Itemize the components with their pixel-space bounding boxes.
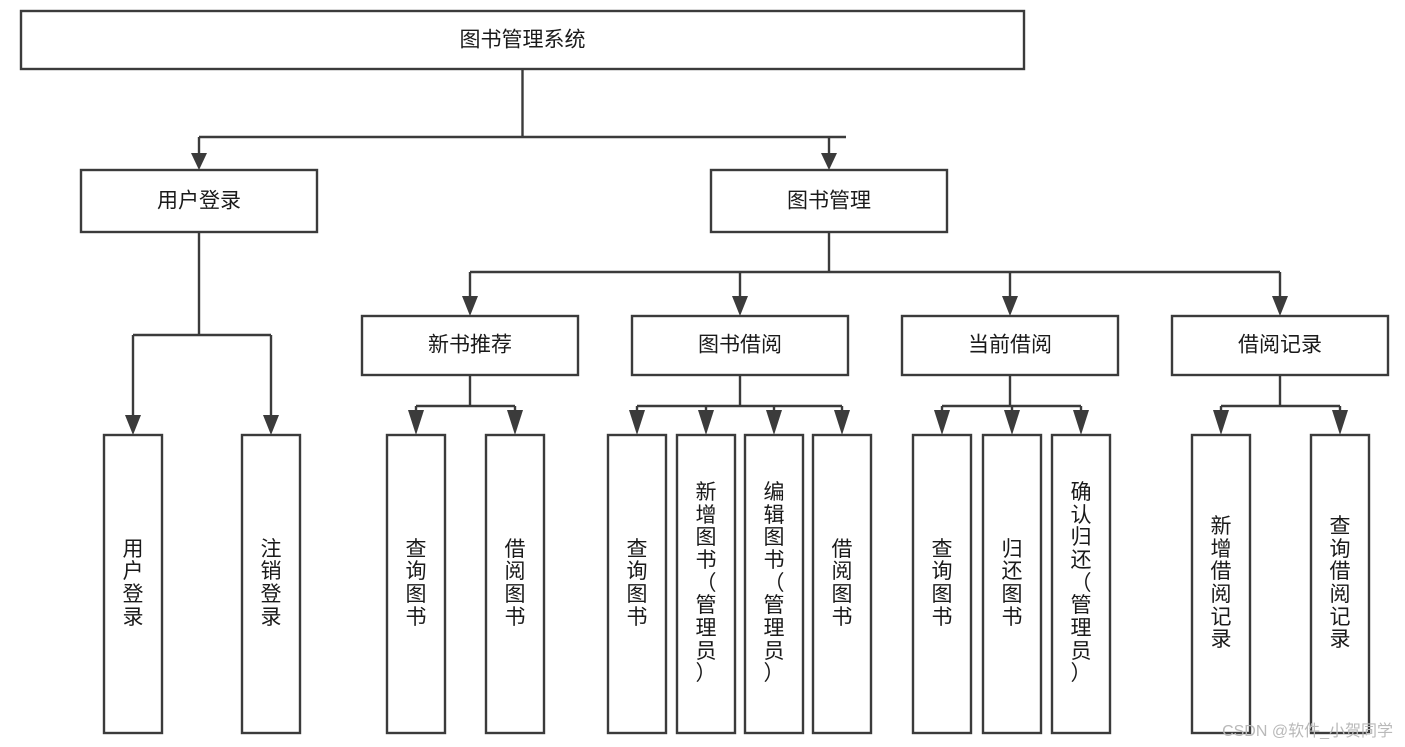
leaf-box-add-book[interactable] [675, 433, 737, 735]
node-root-box[interactable] [19, 9, 1026, 71]
node-new-book-recommend-box[interactable] [360, 314, 580, 377]
arrow-head-leaf-edit-book [766, 410, 782, 435]
leaf-box-query-book-recommend[interactable] [385, 433, 447, 735]
arrow-head-leaf-query-book-current [934, 410, 950, 435]
node-book-borrow-label: 图书借阅 [698, 334, 782, 357]
arrow-head-leaf-borrow-book-recommend [507, 410, 523, 435]
arrow-head-book-management [821, 153, 837, 170]
leaf-box-add-borrow-record[interactable] [1190, 433, 1252, 735]
node-borrow-records-box[interactable] [1170, 314, 1390, 377]
node-new-book-recommend-label: 新书推荐 [428, 334, 512, 357]
arrow-head-leaf-query-borrow-record [1332, 410, 1348, 435]
leaf-box-query-book-borrow[interactable] [606, 433, 668, 735]
arrow-head-new-book-recommend [462, 296, 478, 316]
node-borrow-records[interactable]: 借阅记录 [1170, 314, 1390, 377]
node-user-login[interactable]: 用户登录 [79, 168, 319, 234]
node-borrow-records-label: 借阅记录 [1238, 334, 1322, 357]
node-book-management-box[interactable] [709, 168, 949, 234]
node-current-borrow-box[interactable] [900, 314, 1120, 377]
node-book-management-label: 图书管理 [787, 190, 871, 213]
arrow-head-leaf-confirm-return [1073, 410, 1089, 435]
leaf-box-borrow-book-recommend[interactable] [484, 433, 546, 735]
arrow-head-current-borrow [1002, 296, 1018, 316]
arrow-head-leaf-add-borrow-record [1213, 410, 1229, 435]
node-root[interactable]: 图书管理系统 [19, 9, 1026, 71]
arrow-head-leaf-add-book [698, 410, 714, 435]
arrow-head-leaf-borrow-book [834, 410, 850, 435]
node-user-login-label: 用户登录 [157, 190, 241, 213]
node-current-borrow[interactable]: 当前借阅 [900, 314, 1120, 377]
leaf-box-logout[interactable] [240, 433, 302, 735]
leaf-box-borrow-book[interactable] [811, 433, 873, 735]
arrow-head-leaf-query-book-recommend [408, 410, 424, 435]
node-book-management[interactable]: 图书管理 [709, 168, 949, 234]
node-book-borrow[interactable]: 图书借阅 [630, 314, 850, 377]
connector-layer [125, 69, 1348, 435]
node-user-login-box[interactable] [79, 168, 319, 234]
leaf-box-query-borrow-record[interactable] [1309, 433, 1371, 735]
arrow-head-leaf-user-login [125, 415, 141, 435]
arrow-head-borrow-records [1272, 296, 1288, 316]
watermark-csdn: CSDN @软件_小贺同学 [1222, 723, 1393, 740]
leaf-box-confirm-return[interactable] [1050, 433, 1112, 735]
arrow-head-leaf-query-book-borrow [629, 410, 645, 435]
node-new-book-recommend[interactable]: 新书推荐 [360, 314, 580, 377]
arrow-head-leaf-logout [263, 415, 279, 435]
node-book-borrow-box[interactable] [630, 314, 850, 377]
arrow-head-leaf-return-book [1004, 410, 1020, 435]
node-current-borrow-label: 当前借阅 [968, 334, 1052, 357]
arrow-head-book-borrow [732, 296, 748, 316]
node-root-label: 图书管理系统 [460, 29, 586, 52]
leaf-box-query-book-current[interactable] [911, 433, 973, 735]
leaf-box-return-book[interactable] [981, 433, 1043, 735]
leaf-box-user-login[interactable] [102, 433, 164, 735]
leaf-box-edit-book[interactable] [743, 433, 805, 735]
leaf-box-layer [102, 433, 1371, 735]
arrow-head-user-login [191, 153, 207, 170]
